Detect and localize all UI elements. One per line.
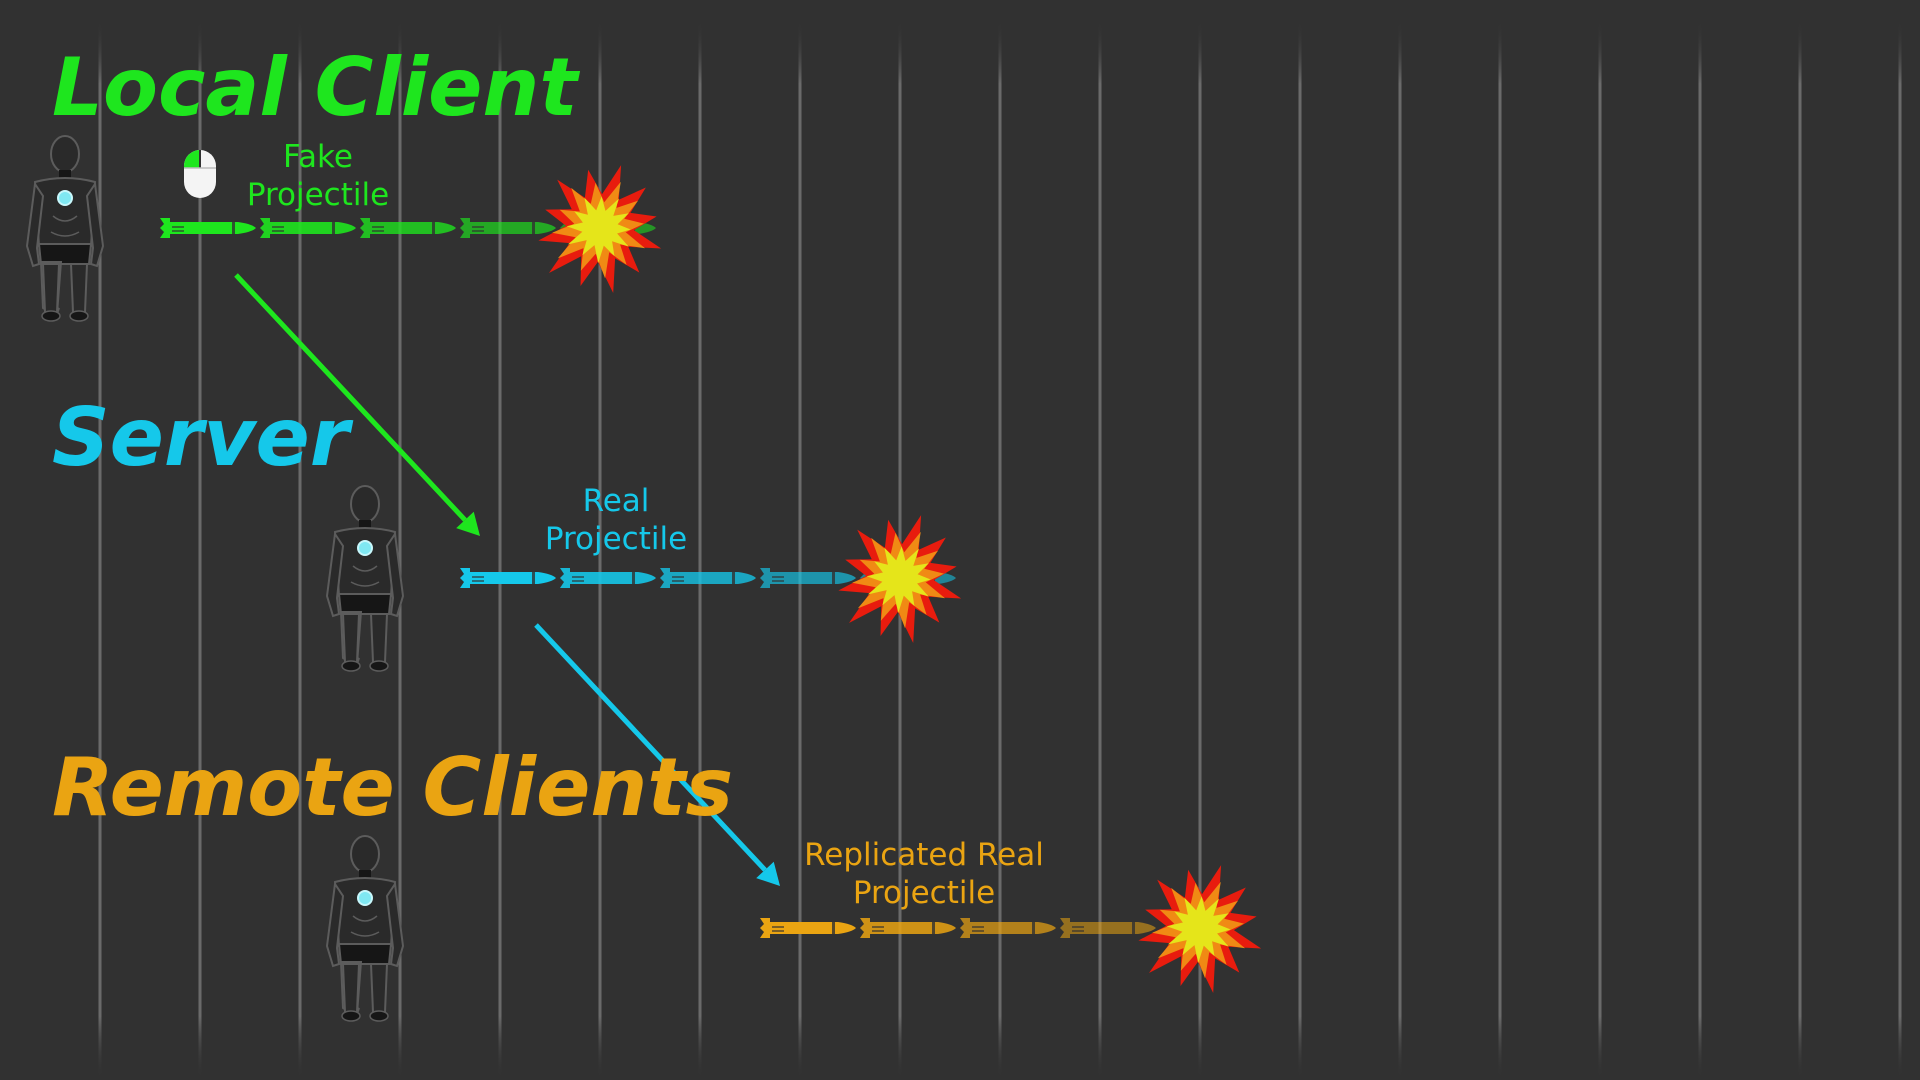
mouse-icon <box>184 150 216 198</box>
caption-real-projectile: Real Projectile <box>544 483 688 557</box>
explosion-icon <box>1138 865 1262 993</box>
row-title-server: Server <box>52 391 350 484</box>
explosion-icon <box>838 515 962 643</box>
timeline-line <box>1598 20 1602 1080</box>
timeline-line <box>398 20 402 1080</box>
projectile-icon <box>760 918 856 938</box>
projectile-icon <box>560 568 656 588</box>
projectile-icon <box>160 218 256 238</box>
explosion-icon <box>538 165 662 293</box>
projectile-icon <box>1060 918 1156 938</box>
projectile-icon <box>460 218 556 238</box>
timeline-line <box>1298 20 1302 1080</box>
timeline-line <box>1398 20 1402 1080</box>
timeline-line <box>1098 20 1102 1080</box>
timeline-line <box>1798 20 1802 1080</box>
row-title-local-client: Local Client <box>52 41 578 134</box>
projectile-icon <box>660 568 756 588</box>
timeline-line <box>1698 20 1702 1080</box>
timeline-line <box>598 20 602 1080</box>
timeline-line <box>998 20 1002 1080</box>
timeline-line <box>198 20 202 1080</box>
timeline-grid <box>98 20 1902 1080</box>
timeline-line <box>1898 20 1902 1080</box>
character-icon <box>325 485 405 672</box>
timeline-line <box>298 20 302 1080</box>
row-title-remote-clients: Remote Clients <box>52 741 734 834</box>
timeline-line <box>1498 20 1502 1080</box>
character-icon <box>25 135 105 322</box>
projectile-icon <box>460 568 556 588</box>
projectile-icon <box>960 918 1056 938</box>
arrow-icon <box>534 623 780 886</box>
arrow-icon <box>234 273 480 536</box>
row-graphics <box>25 135 1262 1022</box>
projectile-icon <box>260 218 356 238</box>
timeline-line <box>1198 20 1202 1080</box>
projectile-icon <box>360 218 456 238</box>
timeline-line <box>98 20 102 1080</box>
projectile-icon <box>860 918 956 938</box>
timeline-line <box>798 20 802 1080</box>
timeline-line <box>698 20 702 1080</box>
timeline-line <box>498 20 502 1080</box>
caption-fake-projectile: Fake Projectile <box>246 139 390 213</box>
caption-replicated-real-projectile: Replicated Real Projectile <box>804 837 1044 911</box>
character-icon <box>325 835 405 1022</box>
link-arrows <box>234 273 780 886</box>
projectile-icon <box>760 568 856 588</box>
